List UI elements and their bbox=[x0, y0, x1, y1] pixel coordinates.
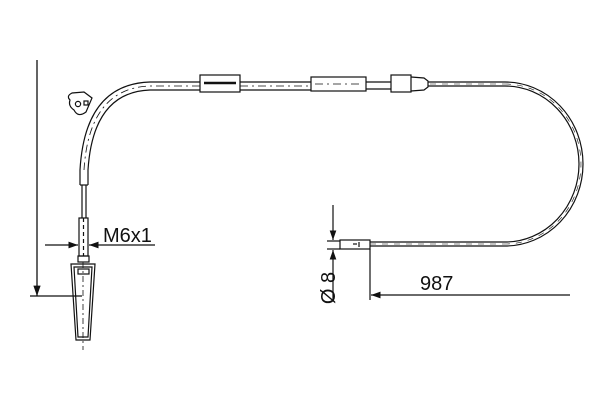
cable-nipple bbox=[339, 239, 371, 250]
sleeve-2 bbox=[310, 76, 367, 92]
threaded-end bbox=[78, 217, 89, 257]
mounting-bracket bbox=[67, 91, 93, 116]
end-fitting bbox=[70, 263, 96, 341]
diameter-label: Ø 8 bbox=[318, 271, 340, 305]
thread-label: M6x1 bbox=[103, 225, 152, 247]
length-dimension bbox=[369, 249, 570, 300]
sleeve-1 bbox=[199, 74, 241, 93]
adjuster bbox=[390, 74, 412, 93]
length-label: 987 bbox=[420, 273, 454, 295]
diameter-dimension bbox=[327, 205, 340, 300]
cable-body bbox=[30, 60, 584, 350]
